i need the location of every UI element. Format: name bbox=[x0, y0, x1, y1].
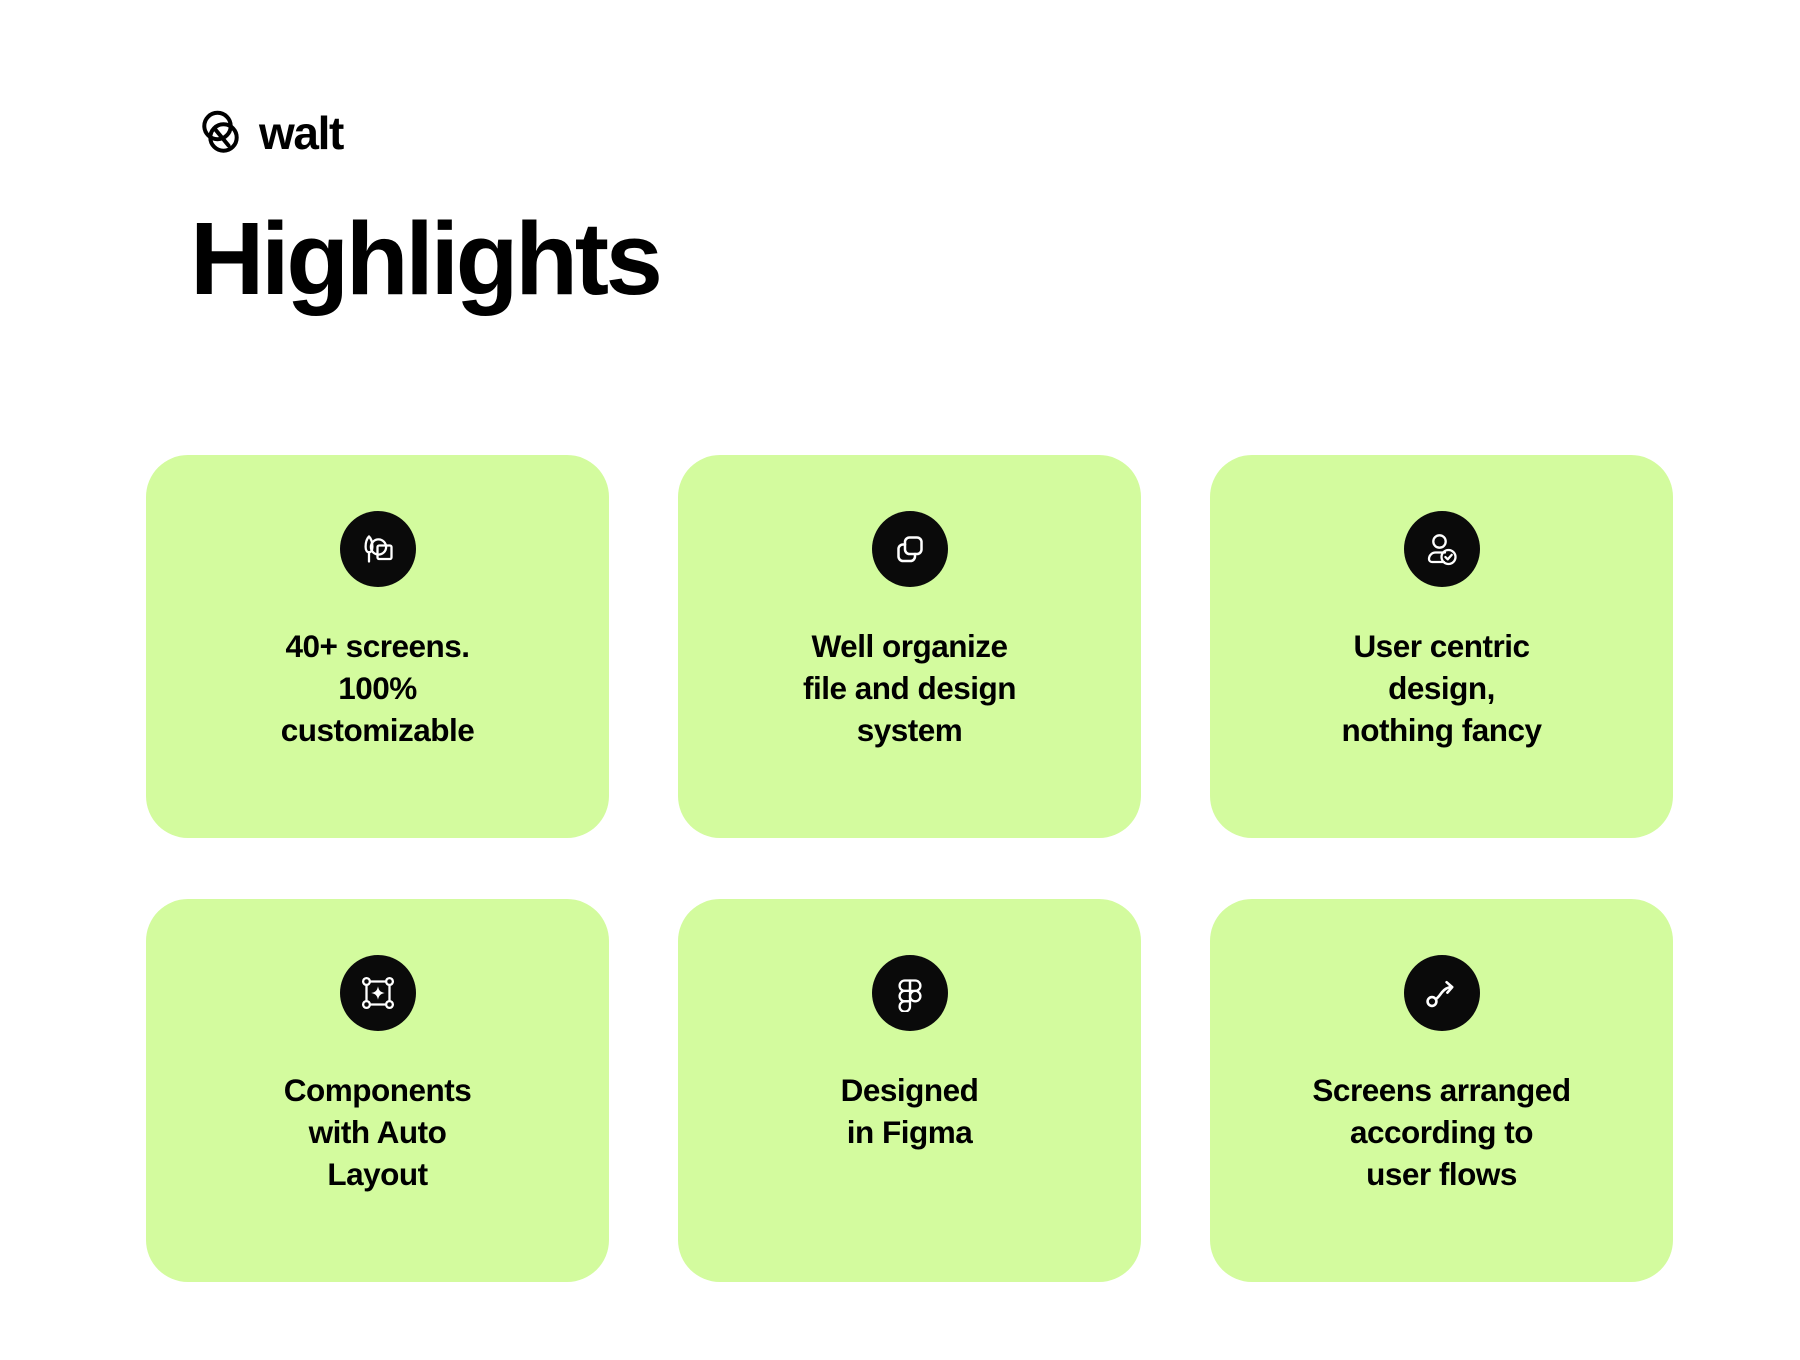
highlight-card-text: User centric design, nothing fancy bbox=[1341, 628, 1543, 749]
walt-logo-mark-icon bbox=[202, 110, 239, 153]
user-flow-arrow-icon bbox=[1403, 955, 1480, 1031]
highlight-card[interactable]: User centric design, nothing fancy bbox=[1210, 455, 1673, 838]
copy-layers-icon bbox=[871, 511, 948, 587]
highlight-card-text: Screens arranged according to user flows bbox=[1312, 1072, 1571, 1193]
highlight-card[interactable]: Well organize file and design system bbox=[678, 455, 1141, 838]
highlight-card-text: Well organize file and design system bbox=[802, 628, 1017, 749]
highlight-card[interactable]: Designed in Figma bbox=[678, 899, 1141, 1282]
highlights-grid: 40+ screens. 100% customizable Well orga… bbox=[146, 455, 1673, 1282]
figma-icon bbox=[871, 955, 948, 1031]
highlight-card-text: Designed in Figma bbox=[840, 1072, 979, 1151]
auto-layout-icon bbox=[339, 955, 416, 1031]
brand-logo: walt bbox=[196, 106, 344, 159]
brand-name: walt bbox=[259, 107, 344, 159]
page-title: Highlights bbox=[190, 201, 663, 316]
highlight-card-text: 40+ screens. 100% customizable bbox=[280, 628, 475, 749]
design-tools-icon bbox=[339, 511, 416, 587]
highlight-card[interactable]: 40+ screens. 100% customizable bbox=[146, 455, 609, 838]
highlight-card[interactable]: Screens arranged according to user flows bbox=[1210, 899, 1673, 1282]
highlight-card[interactable]: Components with Auto Layout bbox=[146, 899, 609, 1282]
highlight-card-text: Components with Auto Layout bbox=[283, 1072, 472, 1193]
user-check-icon bbox=[1403, 511, 1480, 587]
